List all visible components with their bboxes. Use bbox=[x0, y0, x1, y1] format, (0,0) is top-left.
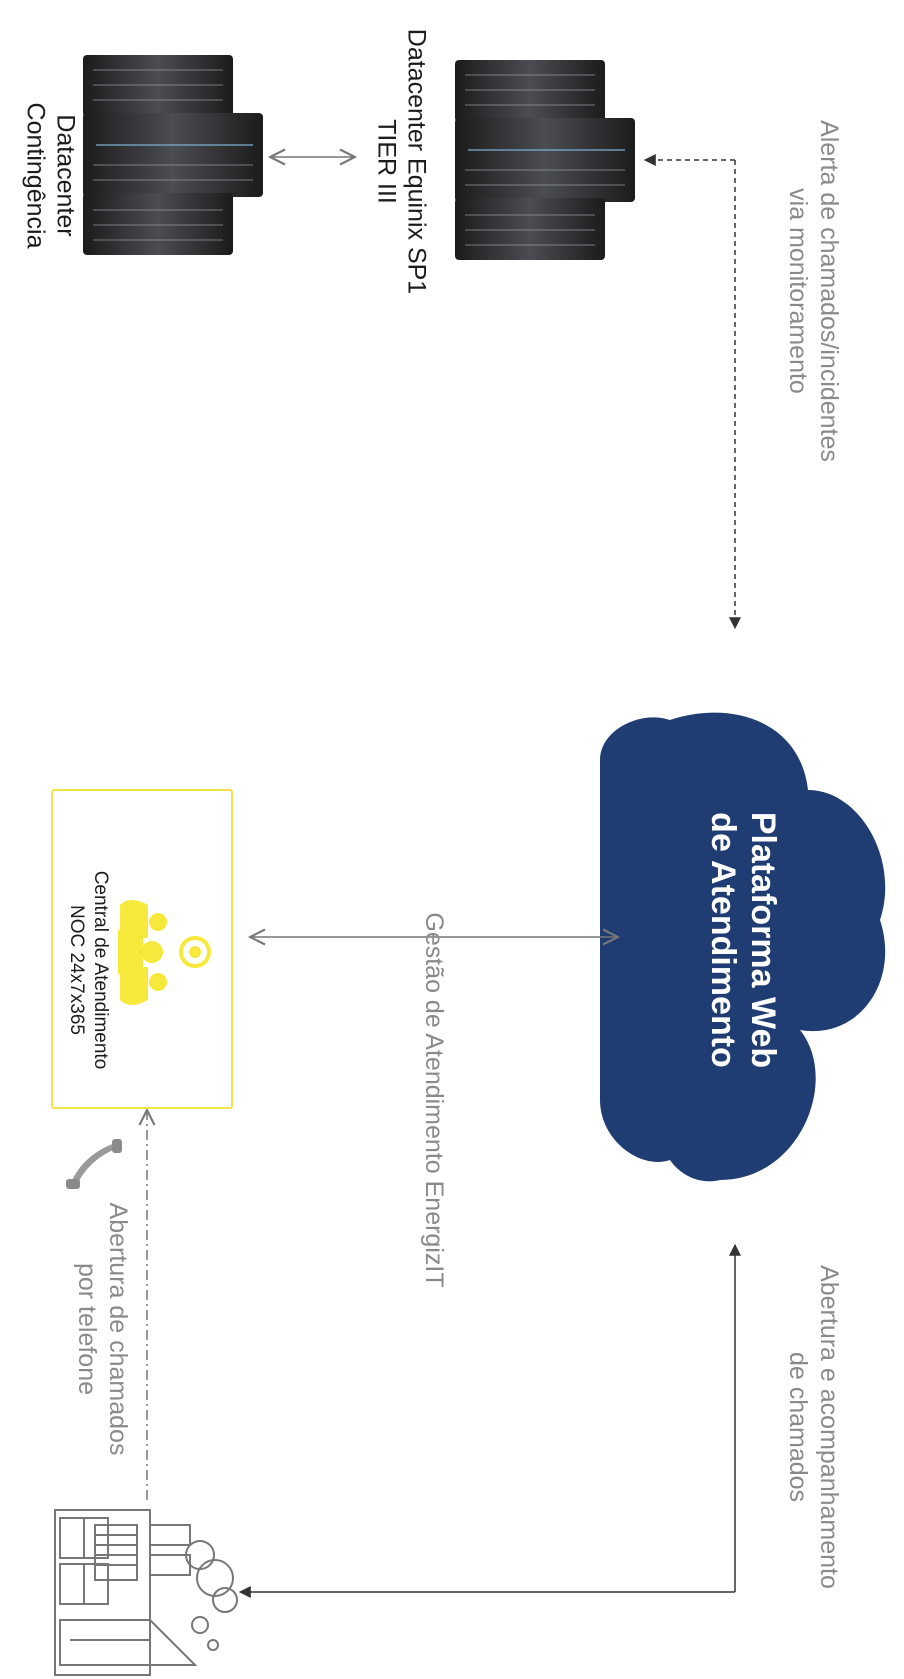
primary-datacenter-label: Datacenter Equinix SP1 TIER III bbox=[367, 12, 432, 312]
support-team-icon bbox=[118, 900, 211, 1005]
noc-label: Central de Atendimento NOC 24x7x365 bbox=[62, 845, 112, 1095]
noc-line2: NOC 24x7x365 bbox=[66, 905, 87, 1035]
monitoring-line2: via monitoramento bbox=[784, 188, 812, 394]
platform-title-line1: Plataforma Web bbox=[744, 811, 782, 1069]
monitoring-arrow bbox=[643, 154, 741, 630]
tracking-arrow bbox=[238, 1243, 741, 1598]
factory-icon bbox=[54, 1509, 238, 1676]
monitoring-line1: Alerta de chamados/incidentes bbox=[815, 120, 843, 462]
noc-line1: Central de Atendimento bbox=[90, 870, 111, 1070]
phone-flow-label: Abertura de chamados por telefone bbox=[67, 1179, 133, 1479]
server-rack-icon bbox=[455, 60, 635, 260]
primary-datacenter-line2: TIER III bbox=[372, 119, 401, 204]
platform-title: Plataforma Web de Atendimento bbox=[683, 760, 783, 1120]
phone-icon bbox=[66, 1139, 122, 1189]
phone-line2: por telefone bbox=[73, 1262, 101, 1396]
phone-line1: Abertura de chamados bbox=[104, 1202, 132, 1456]
primary-datacenter-line1: Datacenter Equinix SP1 bbox=[402, 28, 431, 295]
backup-datacenter-line1: Datacenter bbox=[51, 114, 80, 237]
tracking-flow-label: Abertura e acompanhamento de chamados bbox=[778, 1227, 844, 1627]
tracking-line2: de chamados bbox=[784, 1351, 812, 1503]
management-flow-label: Gestão de Atendimento EnergizIT bbox=[413, 900, 449, 1300]
platform-title-line2: de Atendimento bbox=[704, 812, 742, 1068]
server-rack-icon bbox=[83, 55, 263, 255]
tracking-line1: Abertura e acompanhamento bbox=[815, 1265, 843, 1589]
monitoring-flow-label: Alerta de chamados/incidentes via monito… bbox=[778, 91, 844, 491]
management-text: Gestão de Atendimento EnergizIT bbox=[420, 912, 448, 1288]
backup-datacenter-line2: Contingência bbox=[21, 102, 50, 249]
backup-datacenter-label: Datacenter Contingência bbox=[16, 76, 81, 276]
platform-cloud bbox=[600, 712, 886, 1182]
